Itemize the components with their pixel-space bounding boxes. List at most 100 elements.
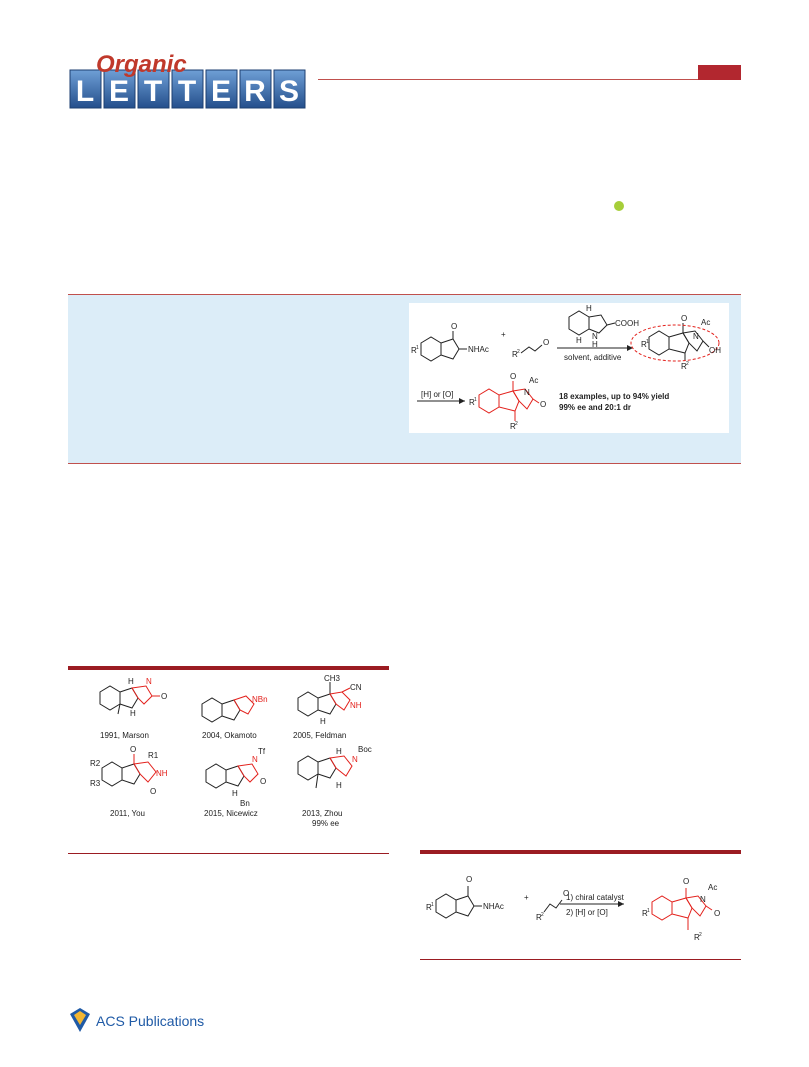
toc-int-ac: Ac: [701, 318, 710, 327]
toc-sm2-r-sup: 2: [517, 349, 520, 355]
toc-cat-h: H: [592, 340, 598, 349]
orcid-icon[interactable]: [614, 201, 624, 211]
journal-masthead-logo: L E T T E R S Organic: [69, 51, 306, 109]
sch1-ketone-o: O: [466, 875, 472, 884]
toc-cat-cooh: COOH: [615, 319, 639, 328]
fig1-caption-you: 2011, You: [110, 809, 145, 818]
fig1-you-r1: R1: [148, 751, 159, 760]
masthead-letter-5: E: [211, 75, 231, 108]
fig1-feldman-h: H: [320, 717, 326, 726]
fig1-you-nh: NH: [156, 769, 168, 778]
fig1-zhou-h1: H: [336, 747, 342, 756]
toc-prod-r2-sup: 2: [515, 421, 518, 427]
toc-int-oh: OH: [709, 346, 721, 355]
scheme1-top-rule: [420, 850, 741, 854]
toc-cat-h-top: H: [586, 304, 592, 313]
acs-publications-text: ACS Publications: [96, 1013, 204, 1029]
fig1-you-r3: R3: [90, 779, 101, 788]
toc-result-line1: 18 examples, up to 94% yield: [559, 392, 669, 401]
letters-tiles: [69, 69, 306, 109]
toc-plus: +: [501, 330, 506, 339]
toc-int-o: O: [681, 314, 687, 323]
toc-prod-n: N: [524, 388, 530, 397]
sch1-r2: R: [536, 913, 542, 922]
toc-result-line2: 99% ee and 20:1 dr: [559, 403, 631, 412]
figure1-bottom-rule: [68, 853, 389, 854]
sch1-prod-r2: R: [694, 933, 700, 942]
sch1-step2: 2) [H] or [O]: [566, 908, 608, 917]
toc-prod-r1-sup: 1: [474, 397, 477, 403]
toc-int-r1-sup: 1: [646, 339, 649, 345]
fig1-marson-n: N: [146, 677, 152, 686]
fig1-feldman-ch3: CH3: [324, 674, 341, 683]
fig1-nicewicz-bn: Bn: [240, 799, 250, 808]
fig1-caption-zhou: 2013, Zhou: [302, 809, 342, 818]
sch1-plus: +: [524, 893, 529, 902]
fig1-you-r2: R2: [90, 759, 101, 768]
fig1-zhou-h2: H: [336, 781, 342, 790]
sch1-prod-r1: R: [642, 909, 648, 918]
sch1-prod-r2-sup: 2: [699, 932, 702, 938]
sch1-prod-o2: O: [714, 909, 720, 918]
scheme1-bottom-rule: [420, 959, 741, 960]
abstract-bottom-rule: [68, 463, 741, 464]
toc-conditions: solvent, additive: [564, 353, 622, 362]
figure1-structures: H N O H 1991, Marson NBn 2004, Okamoto C…: [90, 674, 372, 828]
toc-cat-h-bottom: H: [576, 336, 582, 345]
sch1-prod-o: O: [683, 877, 689, 886]
fig1-caption-marson: 1991, Marson: [100, 731, 149, 740]
fig1-you-o1: O: [130, 745, 136, 754]
figure1-top-rule: [68, 666, 389, 670]
toc-prod-r2: R: [510, 422, 516, 431]
sch1-nhac: NHAc: [483, 902, 504, 911]
toc-int-r2: R: [681, 362, 687, 371]
acs-hexagon-icon: [70, 1008, 90, 1032]
fig1-zhou-boc: Boc: [358, 745, 372, 754]
fig1-feldman-nh: NH: [350, 701, 362, 710]
masthead-letter-2: E: [109, 75, 129, 108]
fig1-caption-zhou-ee: 99% ee: [312, 819, 340, 828]
toc-int-n: N: [693, 332, 699, 341]
sch1-r1: R: [426, 903, 432, 912]
fig1-nicewicz-tf: Tf: [258, 747, 266, 756]
sch1-ald-o: O: [563, 889, 569, 898]
toc-graphic: O NHAc R 1 + R 2 O H H N H COOH solvent,…: [409, 303, 729, 433]
fig1-marson-h2: H: [130, 709, 136, 718]
toc-sm2-r: R: [512, 350, 518, 359]
toc-sm1-r: R: [411, 346, 417, 355]
toc-step2-conditions: [H] or [O]: [421, 390, 453, 399]
toc-sm1-r-sup: 1: [416, 345, 419, 351]
toc-int-r2-sup: 2: [686, 361, 689, 367]
scheme1-graphic: O NHAc R 1 + O R 2 1) chiral catalyst 2)…: [426, 875, 720, 942]
toc-sm1-nhac: NHAc: [468, 345, 489, 354]
fig1-nicewicz-n: N: [252, 755, 258, 764]
toc-int-r1: R: [641, 340, 647, 349]
fig1-caption-feldman: 2005, Feldman: [293, 731, 346, 740]
acs-publications-logo[interactable]: ACS Publications: [68, 1006, 218, 1036]
fig1-caption-nicewicz: 2015, Nicewicz: [204, 809, 258, 818]
header-corner-tab: [698, 65, 741, 80]
fig1-caption-okamoto: 2004, Okamoto: [202, 731, 257, 740]
abstract-top-rule: [68, 294, 741, 295]
sch1-prod-ac: Ac: [708, 883, 717, 892]
fig1-nicewicz-o: O: [260, 777, 266, 786]
fig1-marson-o: O: [161, 692, 167, 701]
fig1-nicewicz-h: H: [232, 789, 238, 798]
masthead-letter-4: T: [178, 75, 196, 108]
sch1-prod-r1-sup: 1: [647, 908, 650, 914]
sch1-step1: 1) chiral catalyst: [566, 893, 625, 902]
toc-sm1-ketone-o: O: [451, 322, 457, 331]
toc-prod-o: O: [510, 372, 516, 381]
toc-prod-o2: O: [540, 400, 546, 409]
fig1-okamoto-nbn: NBn: [252, 695, 268, 704]
fig1-marson-h1: H: [128, 677, 134, 686]
toc-prod-ac: Ac: [529, 376, 538, 385]
sch1-prod-n: N: [700, 895, 706, 904]
toc-cat-n: N: [592, 332, 598, 341]
toc-sm2-o: O: [543, 338, 549, 347]
toc-prod-r1: R: [469, 398, 475, 407]
masthead-letter-3: T: [144, 75, 162, 108]
sch1-r1-sup: 1: [431, 902, 434, 908]
masthead-letter-7: S: [279, 75, 299, 108]
header-rule: [318, 79, 700, 80]
